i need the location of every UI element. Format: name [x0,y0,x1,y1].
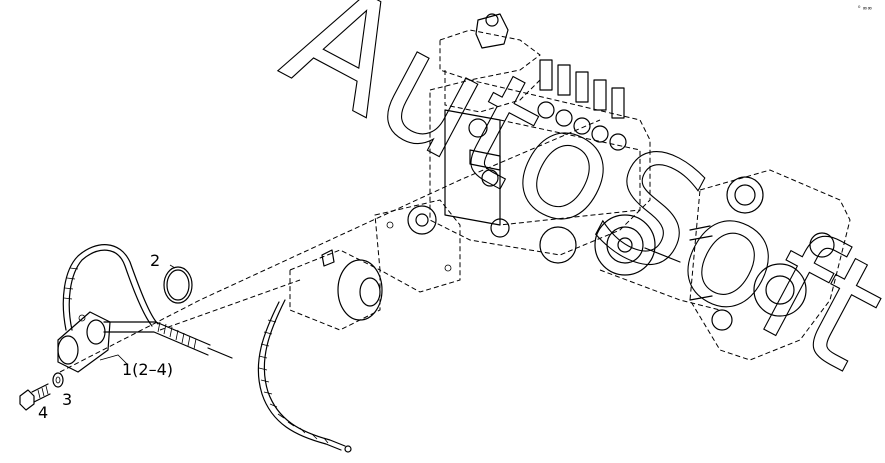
injection-pump-assembly [429,13,721,311]
part-2-o-ring [163,266,193,304]
callout-4: 4 [38,403,48,422]
part-1-sensor [57,244,233,373]
part-4-bolt [19,383,51,411]
leader-lines [99,264,176,366]
corner-mark: ⁰ ∞∞ [858,5,872,12]
assembly-axis-lines [59,119,601,373]
delivery-valve-holders [537,59,627,151]
callout-3: 3 [62,390,72,409]
timing-gear-housing [689,169,851,361]
actuator-assembly [289,199,461,331]
actuator-harness [257,299,352,453]
callout-2: 2 [150,251,160,270]
part-3-washer [52,372,64,388]
callout-1: 1(2–4) [122,360,173,379]
